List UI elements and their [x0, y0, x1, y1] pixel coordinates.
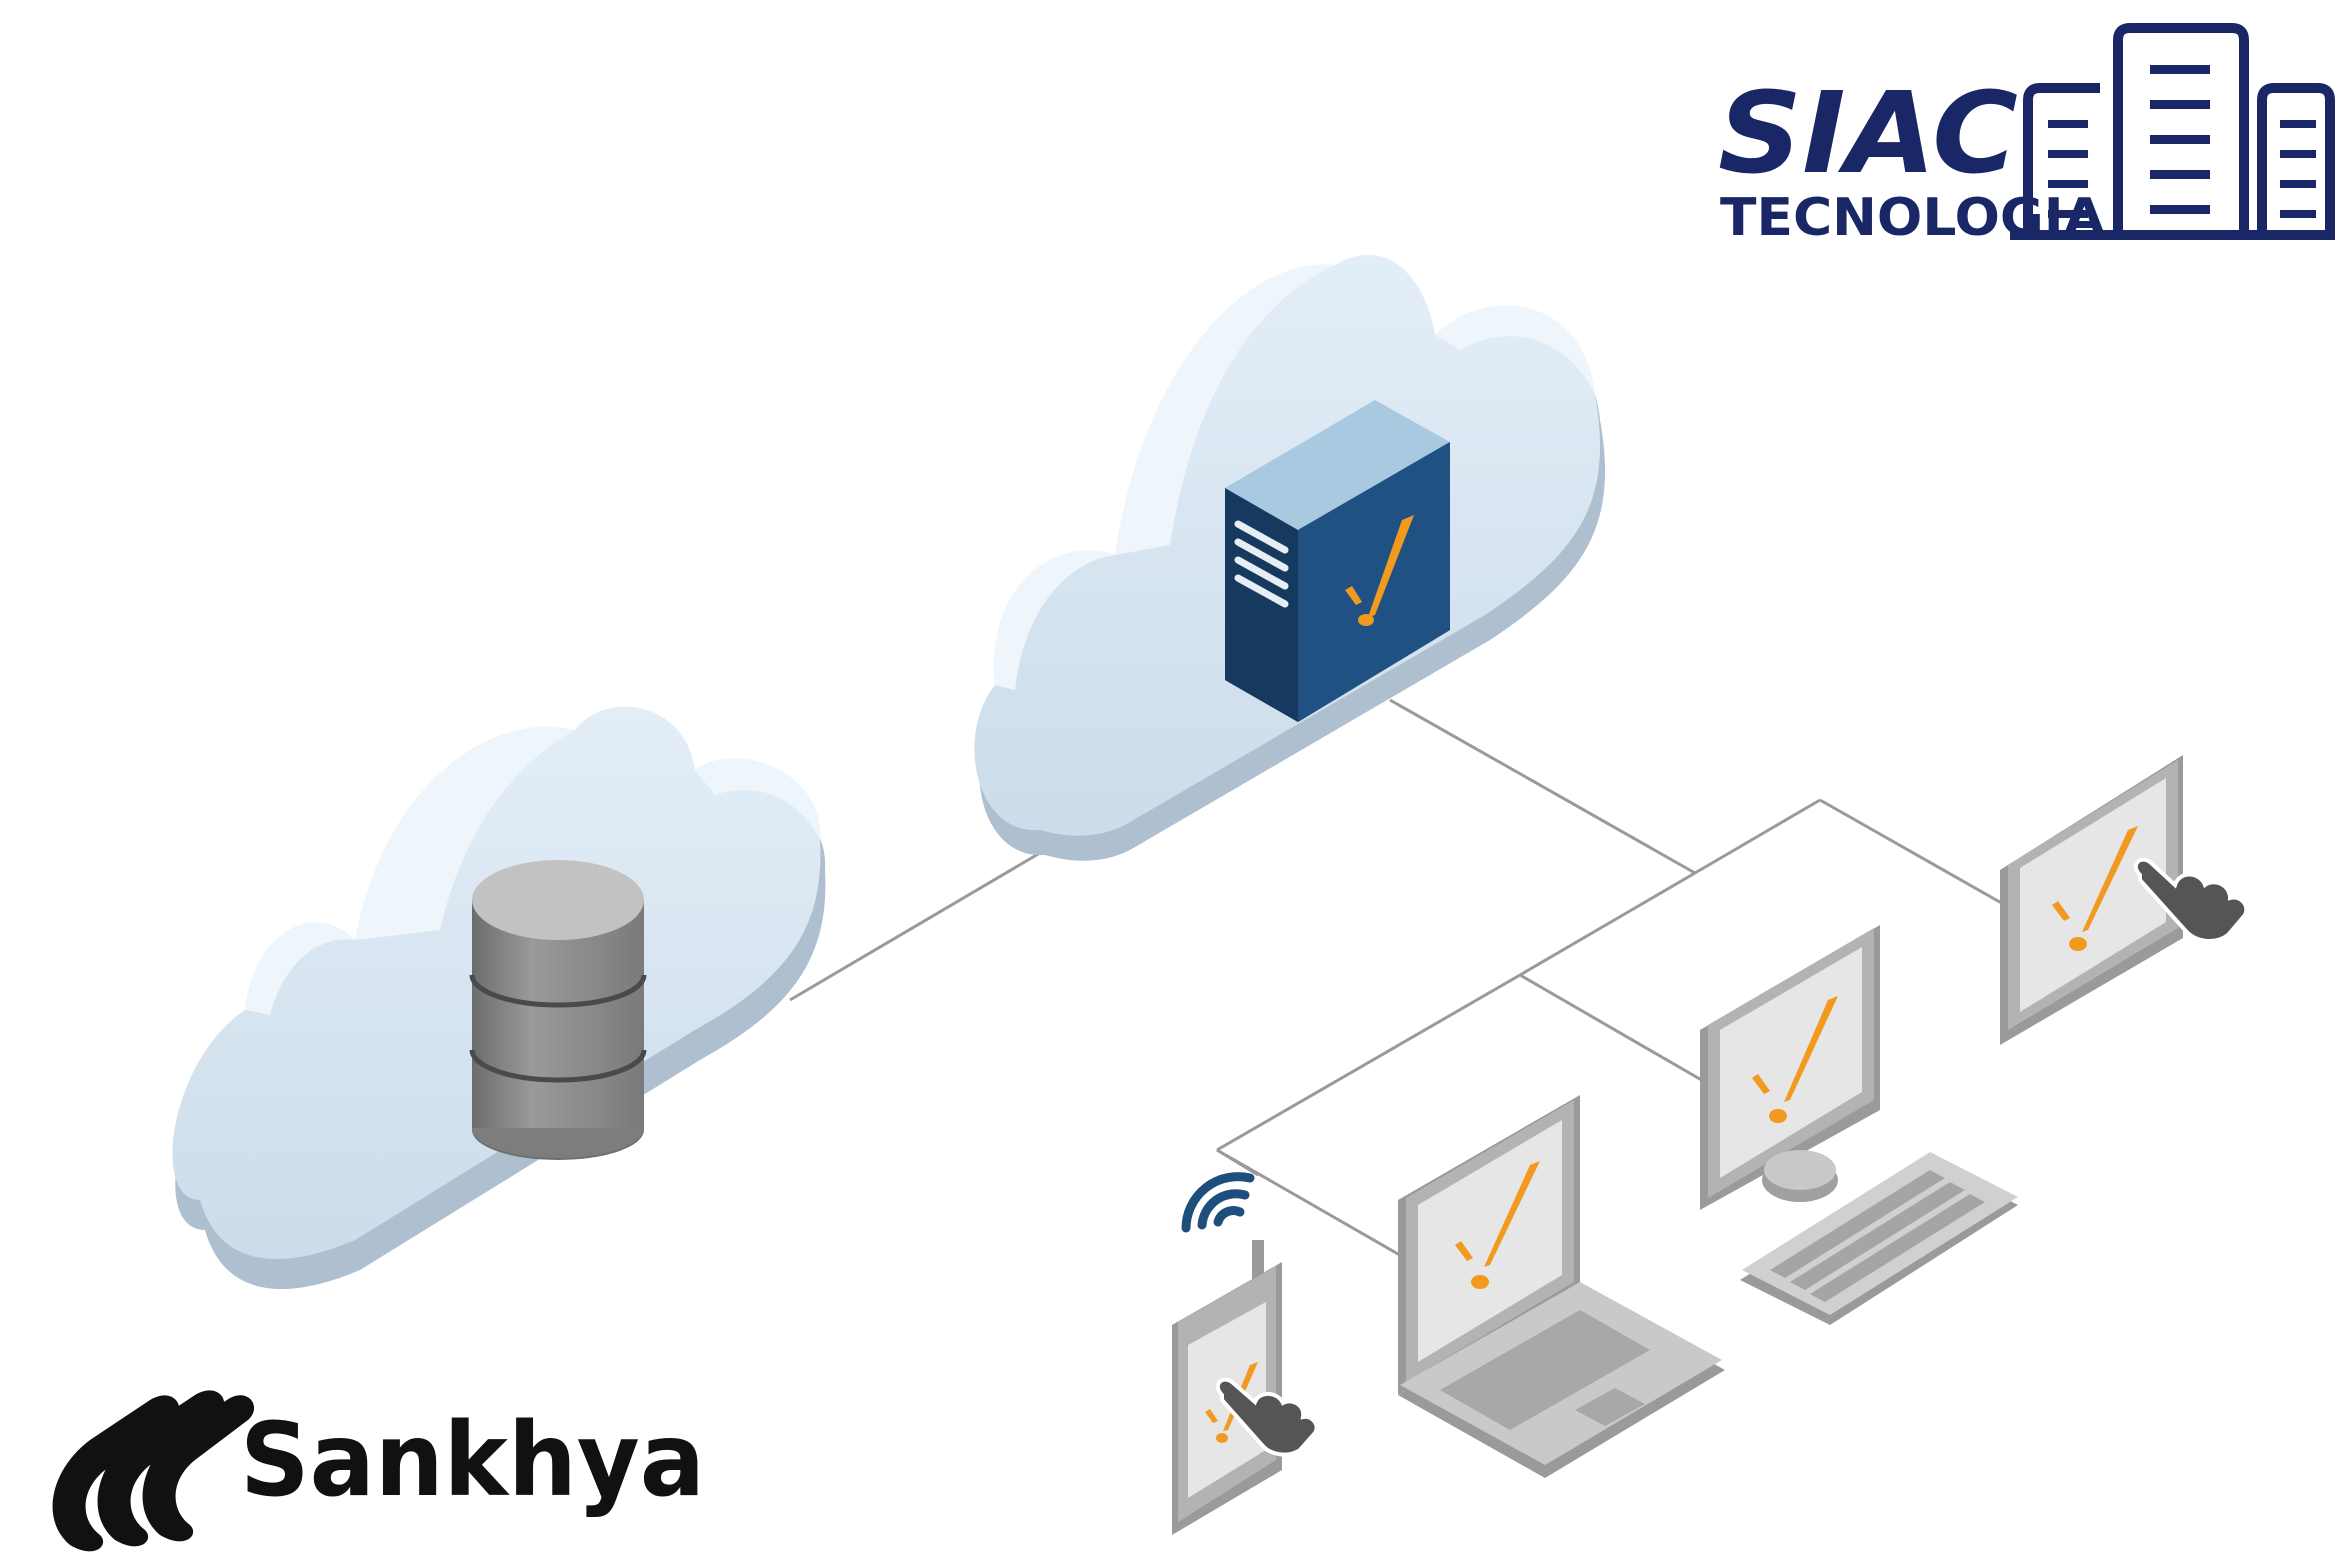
building-icon — [2010, 23, 2335, 240]
line-to-desktop — [1519, 973, 1706, 1084]
sankhya-symbol-icon — [52, 1390, 255, 1552]
sankhya-logo: Sankhya — [52, 1390, 705, 1552]
laptop-icon — [1398, 1095, 1725, 1478]
database-icon — [469, 860, 647, 1160]
handheld-device-icon — [1172, 1240, 1319, 1535]
line-to-handheld — [1216, 1148, 1259, 1177]
server-icon — [1225, 400, 1450, 722]
sankhya-wordmark: Sankhya — [240, 1401, 705, 1520]
hand-pointer-icon — [1215, 1377, 1319, 1457]
touch-monitor-icon — [2000, 755, 2249, 1045]
line-network-to-touch — [1694, 798, 1821, 875]
desktop-monitor-icon — [1700, 925, 1880, 1210]
connection-lines — [789, 698, 2006, 1260]
line-bus-down — [1216, 973, 1521, 1152]
siac-logo: SIAC TECNOLOGIA — [1718, 23, 2335, 248]
keyboard-icon — [1740, 1152, 2018, 1325]
line-network-bus-b — [1519, 871, 1696, 977]
line-db-to-server — [789, 848, 1046, 1002]
line-network-bus-a — [1819, 798, 2006, 907]
wifi-icon — [1181, 1172, 1255, 1233]
sankhya-mark-icon — [1345, 515, 1414, 626]
line-server-to-network — [1389, 698, 1696, 875]
hand-pointer-icon — [2133, 857, 2249, 943]
siac-title: SIAC — [1718, 69, 2018, 199]
